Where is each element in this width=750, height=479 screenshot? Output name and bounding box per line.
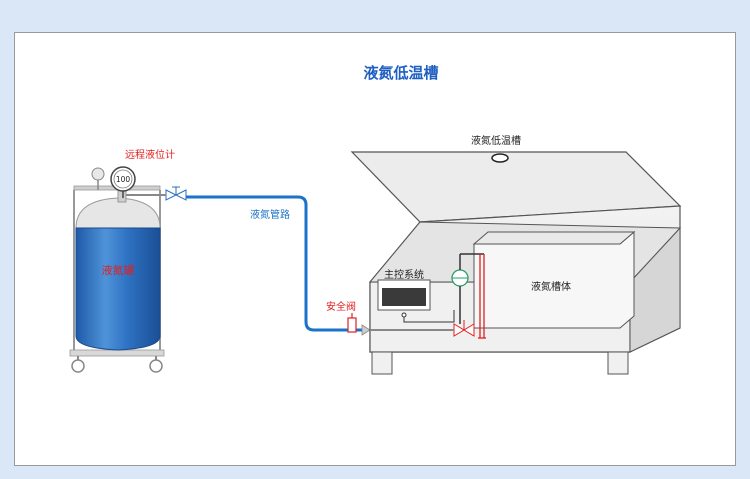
remote-level-meter-label: 远程液位计 — [125, 148, 175, 161]
level-gauge-icon — [110, 166, 136, 198]
safety-valve-icon — [347, 313, 371, 336]
main-control-label: 主控系统 — [384, 268, 424, 281]
flow-meter-icon — [451, 253, 484, 324]
inlet-valve-icon — [370, 320, 475, 337]
tank-label: 液氮罐 — [102, 263, 135, 277]
cryogenic-system-diagram: 液氮低温槽 液氮罐 100 远程液位计 液氮管路 — [69, 64, 682, 375]
pipeline-label: 液氮管路 — [250, 208, 290, 221]
safety-valve-label: 安全阀 — [326, 300, 356, 313]
level-probe-icon — [478, 254, 486, 339]
tank-body-label: 液氮槽体 — [531, 280, 571, 293]
outlet-valve-icon — [126, 186, 187, 201]
ln2-pipeline — [186, 195, 362, 332]
main-control-unit — [377, 279, 455, 323]
cryogenic-bath — [350, 151, 682, 375]
gauge-value: 100 — [116, 175, 131, 184]
cryo-tank-top-label: 液氮低温槽 — [471, 134, 521, 147]
diagram-title: 液氮低温槽 — [363, 64, 438, 82]
